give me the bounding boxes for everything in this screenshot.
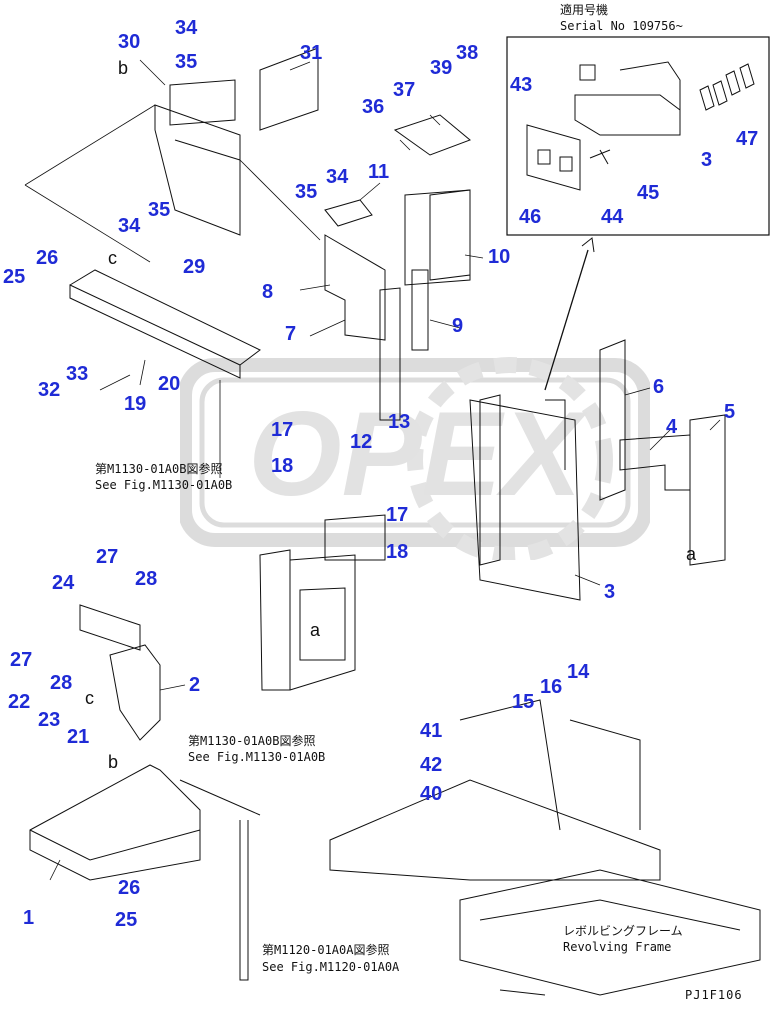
part-label-41: 41: [420, 720, 443, 742]
part-label-5: 5: [724, 401, 736, 423]
part-label-47: 47: [736, 128, 759, 150]
part-label-35: 35: [175, 51, 198, 73]
part-label-3-main: 3: [604, 581, 616, 603]
part-label-2: 2: [189, 674, 201, 696]
part-label-19: 19: [124, 393, 147, 415]
revolving-frame-en: Revolving Frame: [563, 940, 672, 954]
part-label-7: 7: [285, 323, 297, 345]
part-label-1: 1: [23, 907, 35, 929]
part-label-44: 44: [601, 206, 624, 228]
part-label-34-mid: 34: [326, 166, 349, 188]
part-label-4: 4: [666, 416, 678, 438]
part-label-36: 36: [362, 96, 385, 118]
part-label-40: 40: [420, 783, 443, 805]
ref-m1120-en: See Fig.M1120-01A0A: [262, 960, 400, 974]
part-label-24: 24: [52, 572, 75, 594]
part-label-12: 12: [350, 431, 373, 453]
part-label-20: 20: [158, 373, 181, 395]
part-label-38: 38: [456, 42, 479, 64]
part-label-18-mid: 18: [386, 541, 409, 563]
part-label-26-top: 26: [36, 247, 59, 269]
part-label-18-top: 18: [271, 455, 294, 477]
part-label-17-mid: 17: [386, 504, 409, 526]
part-label-15: 15: [512, 691, 535, 713]
part-label-35-left: 35: [148, 199, 171, 221]
applicable-serial-label: 適用号機: [560, 3, 609, 17]
part-label-31: 31: [300, 42, 323, 64]
part-label-21: 21: [67, 726, 90, 748]
drawing-code: PJ1F106: [685, 988, 743, 1002]
part-label-28-top: 28: [135, 568, 158, 590]
part-label-8: 8: [262, 281, 274, 303]
view-marker-b-top: b: [118, 58, 129, 78]
part-label-42: 42: [420, 754, 443, 776]
part-label-14: 14: [567, 661, 590, 683]
part-label-34-left: 34: [118, 215, 141, 237]
part-label-27-top: 27: [96, 546, 119, 568]
view-marker-a-right: a: [686, 544, 697, 564]
serial-number-label: Serial No 109756~: [560, 19, 683, 33]
part-label-11: 11: [368, 161, 390, 183]
serial-inset-box: [506, 36, 770, 236]
part-label-22: 22: [8, 691, 31, 713]
part-label-26-bottom: 26: [118, 877, 141, 899]
view-marker-c-top: c: [108, 248, 117, 268]
part-label-43: 43: [510, 74, 533, 96]
view-marker-b-left: b: [108, 752, 119, 772]
part-label-46: 46: [519, 206, 542, 228]
ref-m1130-en: See Fig.M1130-01A0B: [95, 478, 233, 492]
part-label-6: 6: [653, 376, 665, 398]
revolving-frame-jp: レボルビングフレーム: [563, 924, 683, 938]
part-label-39: 39: [430, 57, 453, 79]
part-label-32: 32: [38, 379, 61, 401]
part-label-35-mid: 35: [295, 181, 318, 203]
part-label-30: 30: [118, 31, 141, 53]
part-label-10: 10: [488, 246, 511, 268]
part-label-33: 33: [66, 363, 89, 385]
part-label-27-left: 27: [10, 649, 33, 671]
ref-m1120-jp: 第M1120-01A0A図参照: [262, 943, 390, 957]
part-label-37: 37: [393, 79, 416, 101]
part-label-16: 16: [540, 676, 563, 698]
part-label-13: 13: [388, 411, 411, 433]
view-marker-a-left: a: [310, 620, 321, 640]
ref-m1130b-en: See Fig.M1130-01A0B: [188, 750, 326, 764]
ref-m1130-jp: 第M1130-01A0B図参照: [95, 462, 223, 476]
ref-m1130b-jp: 第M1130-01A0B図参照: [188, 734, 316, 748]
part-label-23: 23: [38, 709, 61, 731]
part-label-29: 29: [183, 256, 206, 278]
watermark-logo: OPEX: [178, 310, 652, 565]
part-label-34: 34: [175, 17, 198, 39]
part-label-3-inset: 3: [701, 149, 713, 171]
part-label-28-left: 28: [50, 672, 73, 694]
part-label-9: 9: [452, 315, 464, 337]
part-label-25-top: 25: [3, 266, 26, 288]
svg-text:OPEX: OPEX: [248, 387, 588, 521]
view-marker-c-left: c: [85, 688, 94, 708]
part-label-17-top: 17: [271, 419, 294, 441]
part-label-25-bottom: 25: [115, 909, 138, 931]
part-label-45: 45: [637, 182, 660, 204]
